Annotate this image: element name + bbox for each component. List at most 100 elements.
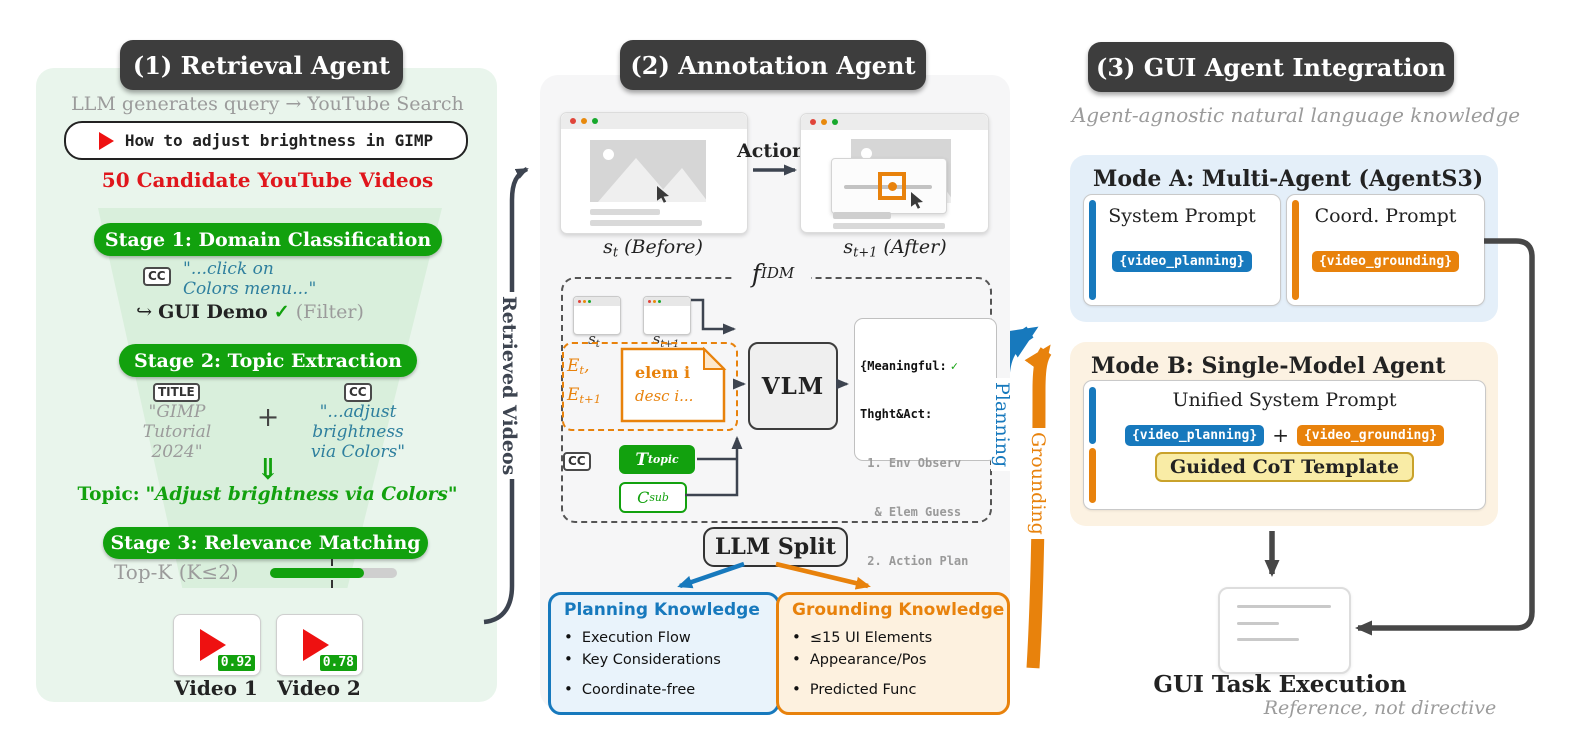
e-subscript: t+1 — [579, 392, 602, 407]
system-prompt-title: System Prompt — [1108, 205, 1256, 227]
title-icon: TITLE — [153, 383, 200, 402]
search-query: How to adjust brightness in GIMP — [124, 131, 434, 150]
state-symbol: s — [588, 330, 596, 348]
video-2-label: Video 2 — [277, 676, 361, 700]
grounding-bullet: ≤15 UI Elements — [792, 628, 932, 646]
c-subscript: sub — [649, 491, 669, 504]
topk-label: Top-K (K≤2) — [114, 560, 239, 584]
close-dot-icon — [810, 119, 816, 125]
stage1-pill: Stage 1: Domain Classification — [94, 223, 442, 256]
coord-prompt-card: Coord. Prompt {video_grounding} — [1286, 194, 1485, 306]
stage3-pill: Stage 3: Relevance Matching — [103, 527, 428, 559]
doc-line — [1237, 638, 1299, 641]
mode-a-box: Mode A: Multi-Agent (AgentS3) System Pro… — [1070, 155, 1498, 322]
state-caption: (After) — [883, 236, 947, 258]
llm-split-box: LLM Split — [703, 527, 848, 567]
video-grounding-tag: {video_grounding} — [1311, 251, 1460, 272]
plus-sign: + — [256, 402, 280, 433]
planning-bullet: Execution Flow — [564, 628, 691, 646]
minimize-dot-icon — [821, 119, 827, 125]
grounding-bullet: Predicted Func — [792, 680, 917, 698]
video-planning-tag: {video_planning} — [1124, 424, 1265, 446]
topk-slider-fill — [270, 568, 364, 578]
mini-window-st1 — [643, 296, 691, 335]
mode-b-box: Mode B: Single-Model Agent Unified Syste… — [1070, 342, 1498, 526]
quote-line: Tutorial — [142, 422, 212, 442]
stage2-pill: Stage 2: Topic Extraction — [119, 344, 417, 377]
slider-tick-top — [331, 559, 333, 566]
doc-line — [1237, 622, 1279, 625]
vlm-output-box: {Meaningful:✓ Thght&Act: 1. Env Observ &… — [854, 318, 997, 666]
coord-prompt-title: Coord. Prompt — [1314, 205, 1457, 227]
window-titlebar — [801, 114, 988, 130]
before-screenshot-window — [560, 112, 748, 234]
element-sets-label: Et, Et+1 — [567, 354, 619, 412]
zoom-dot-icon — [832, 119, 838, 125]
before-state-label: st (Before) — [570, 236, 736, 261]
planning-knowledge-box: Planning Knowledge Execution Flow Key Co… — [548, 592, 780, 715]
cursor-icon — [657, 186, 669, 203]
planning-knowledge-title: Planning Knowledge — [564, 600, 760, 620]
grounding-ribbon-label: Grounding — [1027, 428, 1049, 539]
topic-line: Topic: "Adjust brightness via Colors" — [40, 484, 495, 505]
slider-knob-icon — [887, 181, 897, 191]
cc-icon: CC — [344, 383, 372, 402]
topic-label: Topic: — [77, 484, 140, 505]
cc-icon: CC — [563, 452, 591, 471]
e-subscript: t — [579, 363, 585, 378]
video-card-2[interactable]: 0.78 — [276, 614, 363, 676]
output-line: Thght&Act: — [860, 407, 933, 422]
dot-icon — [583, 300, 586, 303]
comma: , — [584, 356, 590, 376]
t-symbol: T — [635, 449, 648, 470]
state-subscript: t — [612, 245, 619, 261]
output-line: 1. Env Observ — [860, 456, 962, 471]
retrieval-subtitle: LLM generates query → YouTube Search — [71, 93, 464, 115]
grounding-knowledge-title: Grounding Knowledge — [792, 600, 1005, 620]
state-symbol: s — [603, 236, 613, 258]
state-symbol: s — [843, 236, 854, 258]
candidate-count-label: 50 Candidate YouTube Videos — [101, 168, 434, 192]
gui-demo-line: ↪ GUI Demo ✓ (Filter) — [90, 301, 410, 323]
after-state-label: st+1 (After) — [812, 236, 978, 261]
tag-row: {video_planning} + {video_grounding} — [1084, 423, 1485, 447]
play-icon — [98, 131, 114, 150]
state-caption: (Before) — [624, 236, 703, 258]
orange-accent-bar — [1292, 200, 1299, 300]
retrieval-panel-title: (1) Retrieval Agent — [120, 40, 403, 90]
mini-window-st — [573, 296, 621, 335]
stage1-cc-quote: "...click on Colors menu..." — [183, 259, 393, 299]
vlm-box: VLM — [748, 342, 838, 430]
state-subscript: t+1 — [853, 245, 878, 261]
cc-icon: CC — [143, 267, 171, 286]
output-line: {Meaningful: — [860, 358, 947, 373]
t-subscript: topic — [648, 453, 679, 466]
orange-accent-bar — [1089, 448, 1096, 503]
action-question-label: Action? — [737, 140, 817, 162]
doc-line — [1237, 605, 1331, 608]
mode-b-title: Mode B: Single-Model Agent — [1091, 353, 1446, 379]
youtube-search-box[interactable]: How to adjust brightness in GIMP — [64, 121, 468, 160]
minimize-dot-icon — [581, 118, 587, 124]
relevance-score-badge: 0.78 — [317, 653, 359, 673]
close-dot-icon — [570, 118, 576, 124]
video-1-label: Video 1 — [174, 676, 258, 700]
sun-icon — [861, 148, 872, 159]
quote-line: brightness — [312, 422, 404, 442]
quote-line: "GIMP — [148, 402, 206, 422]
unified-prompt-title: Unified System Prompt — [1172, 389, 1397, 411]
dot-icon — [658, 300, 661, 303]
reference-note: Reference, not directive — [1263, 697, 1497, 719]
topk-slider-track[interactable] — [270, 568, 397, 578]
quote-line: "...adjust — [319, 402, 397, 422]
c-symbol: C — [637, 488, 650, 507]
dot-icon — [578, 300, 581, 303]
e-symbol: E — [567, 385, 580, 406]
planning-ribbon-label: Planning — [991, 378, 1013, 472]
idm-subscript: IDM — [760, 264, 795, 282]
e-symbol: E — [567, 356, 580, 376]
video-card-1[interactable]: 0.92 — [173, 614, 261, 676]
quote-line: 2024" — [151, 442, 203, 462]
